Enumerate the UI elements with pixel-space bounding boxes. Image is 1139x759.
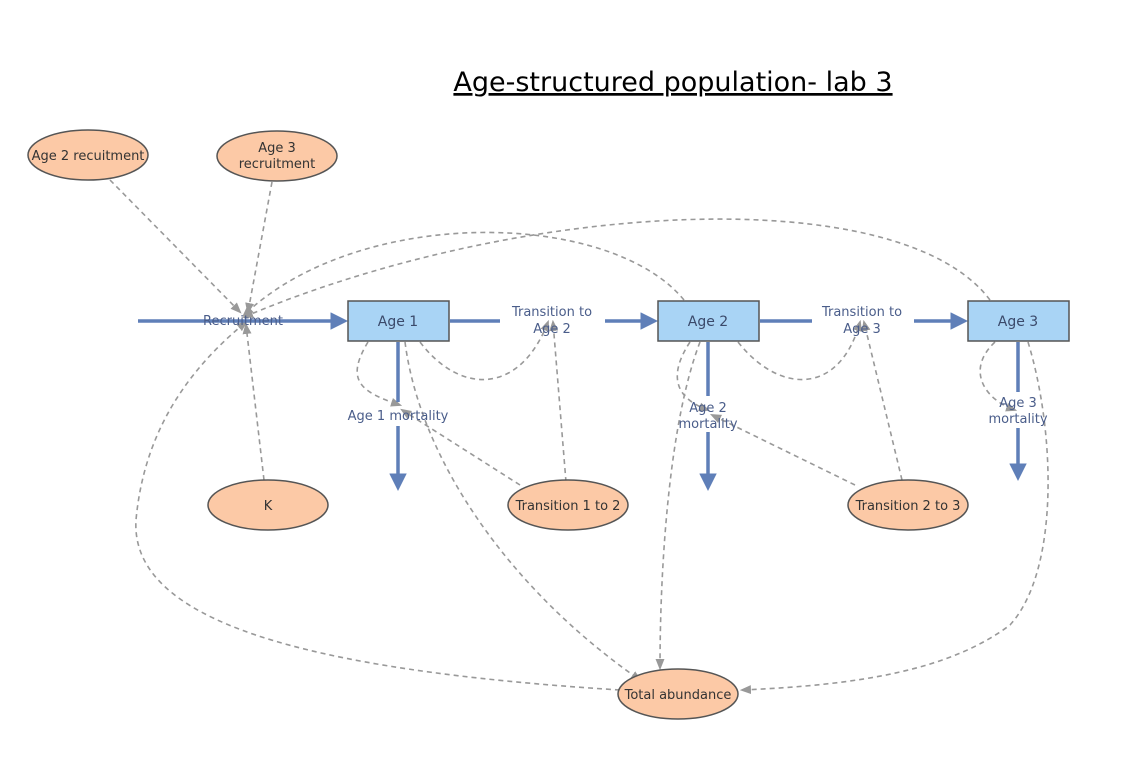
link-age3-total [739, 341, 1049, 695]
flows: Recruitment Transition to Age 2 Transiti… [138, 305, 1048, 491]
transition12-flow-label-line2[interactable]: Age 2 [533, 322, 571, 337]
mortality3-flow-label-line1[interactable]: Age 3 [999, 396, 1037, 411]
link-age1-transition12 [419, 319, 549, 381]
variable-transition-1-to-2[interactable]: Transition 1 to 2 [507, 479, 629, 531]
link-age3-mortality3 [979, 341, 1018, 412]
transition23-flow-label-line2[interactable]: Age 3 [843, 322, 881, 337]
variable-transition-1-to-2-shape[interactable] [507, 479, 629, 531]
mortality3-flow-label-line2[interactable]: mortality [988, 412, 1047, 427]
link-t23var-transition23 [861, 319, 903, 481]
stock-age-2-box[interactable] [657, 300, 760, 342]
link-age1-mortality1 [356, 341, 403, 407]
variable-total-abundance-shape[interactable] [617, 668, 739, 720]
link-age2recruit-recruitment [109, 179, 242, 314]
variable-age2-recruitment-label: Age 2 recuitment [32, 149, 145, 164]
variable-age3-recruitment-label-line2: recruitment [239, 157, 316, 172]
variable-transition-1-to-2-label: Transition 1 to 2 [515, 499, 621, 514]
link-age2-mortality2 [676, 341, 711, 412]
variable-total-abundance-label: Total abundance [624, 688, 732, 703]
information-links [109, 179, 1049, 695]
variable-age2-recruitment-shape[interactable] [27, 129, 149, 181]
variable-k-label: K [264, 499, 273, 514]
link-age1-total [404, 341, 642, 682]
mortality2-flow-label-line2[interactable]: mortality [678, 417, 737, 432]
stock-age-3[interactable]: Age 3 [967, 300, 1070, 342]
link-age2-recruitment [242, 231, 685, 317]
variable-age3-recruitment-label-line1: Age 3 [258, 141, 296, 156]
link-age2-total [655, 341, 701, 671]
variable-transition-2-to-3[interactable]: Transition 2 to 3 [847, 479, 969, 531]
link-total-recruitment [135, 320, 621, 691]
page-title: Age-structured population- lab 3 [453, 67, 892, 98]
variable-transition-2-to-3-label: Transition 2 to 3 [855, 499, 961, 514]
variable-age3-recruitment-shape[interactable] [216, 130, 338, 182]
stock-age-2-label: Age 2 [688, 314, 728, 330]
stock-age-3-label: Age 3 [998, 314, 1038, 330]
transition12-flow-label-line1[interactable]: Transition to [511, 305, 592, 320]
stock-age-3-box[interactable] [967, 300, 1070, 342]
variable-k-shape[interactable] [207, 479, 329, 531]
link-k-recruitment [242, 322, 265, 481]
mortality1-flow-label[interactable]: Age 1 mortality [348, 409, 449, 424]
stock-age-1-label: Age 1 [378, 314, 418, 330]
stock-age-1[interactable]: Age 1 [347, 300, 450, 342]
link-t12var-transition12 [549, 319, 567, 483]
stock-age-1-box[interactable] [347, 300, 450, 342]
link-age2-transition23 [737, 319, 862, 381]
recruitment-flow-label[interactable]: Recruitment [203, 314, 283, 329]
transition23-flow-label-line1[interactable]: Transition to [821, 305, 902, 320]
variable-age3-recruitment[interactable]: Age 3 recruitment [216, 130, 338, 182]
variable-age2-recruitment[interactable]: Age 2 recuitment [27, 129, 149, 181]
variable-total-abundance[interactable]: Total abundance [617, 668, 739, 720]
link-age3recruit-recruitment [245, 181, 273, 315]
stock-age-2[interactable]: Age 2 [657, 300, 760, 342]
variable-transition-2-to-3-shape[interactable] [847, 479, 969, 531]
mortality2-flow-label-line1[interactable]: Age 2 [689, 401, 727, 416]
variable-k[interactable]: K [207, 479, 329, 531]
